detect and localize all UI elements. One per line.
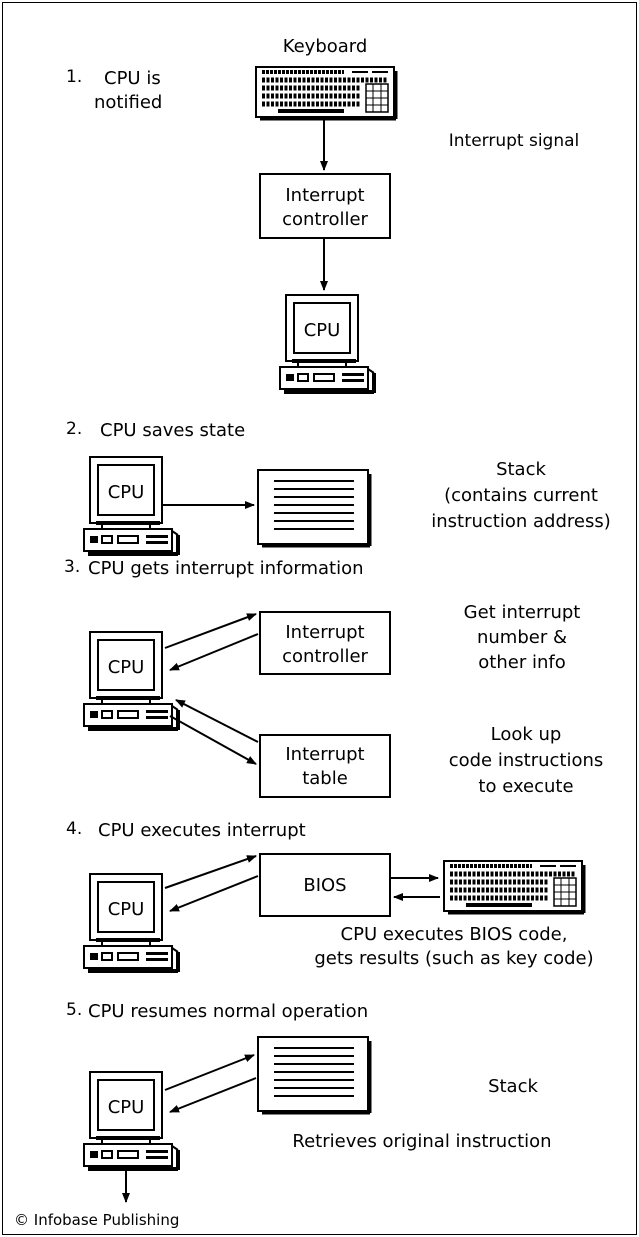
cpu-label: CPU [108,1097,145,1118]
interrupt-controller-line1: Interrupt [285,622,364,643]
step-4-caption-line1: CPU executes BIOS code, [341,924,568,945]
step-4-title: CPU executes interrupt [98,820,306,841]
cpu-label: CPU [108,482,145,503]
cpu-to-bios-arrow [164,855,257,889]
stack-label: Stack [488,1076,538,1097]
interrupt-controller-box [259,173,391,239]
keyboard-icon [256,67,396,119]
note1-line2: number & [477,627,567,648]
stack-icon [256,1035,372,1115]
bios-box [259,853,391,917]
step-3: 3. CPU gets interrupt information CPU In… [64,557,604,798]
computer-icon [278,293,376,395]
note2-line2: code instructions [449,750,604,771]
step-1-title-line1: CPU is [104,68,161,89]
stack-icon [256,468,372,548]
note2-line1: Look up [491,724,562,745]
cpu-to-table-arrow [169,715,257,765]
step-5: 5. CPU resumes normal operation CPU Stac… [66,1000,552,1203]
step-1: 1. CPU is notified Keyboard Interrupt si… [66,36,580,395]
computer-icon [82,630,180,732]
computer-icon [82,1070,180,1172]
keyboard-label: Keyboard [283,36,368,57]
stack-label-line3: instruction address) [431,511,611,532]
keyboard-icon [444,861,584,913]
interrupt-table-line2: table [302,768,348,789]
step-3-title: CPU gets interrupt information [88,558,364,579]
stack-label-line1: Stack [496,459,546,480]
interrupt-controller-line1: Interrupt [285,185,364,206]
cpu-label: CPU [108,657,145,678]
bios-label: BIOS [303,875,346,896]
step-1-title-line2: notified [94,92,162,113]
interrupt-table-box [259,734,391,798]
cpu-to-stack-arrow [164,1054,255,1091]
cpu-to-controller-arrow [164,613,257,649]
controller-to-cpu-arrow [169,633,259,671]
bios-to-cpu-arrow [169,875,259,912]
interrupt-signal-label: Interrupt signal [449,131,580,151]
interrupt-controller-box [259,611,391,675]
stack-to-cpu-arrow [169,1077,257,1113]
step-3-number: 3. [64,557,80,577]
interrupt-controller-line2: controller [282,209,368,230]
cpu-label: CPU [108,899,145,920]
note2-line3: to execute [478,776,573,797]
step-2: 2. CPU saves state CPU Stack (contains c… [66,419,611,557]
step-2-title: CPU saves state [100,420,245,441]
step-4-number: 4. [66,819,82,839]
step-5-caption: Retrieves original instruction [292,1131,551,1152]
interrupt-controller-line2: controller [282,646,368,667]
copyright: © Infobase Publishing [14,1211,179,1229]
step-1-number: 1. [66,67,82,87]
note1-line3: other info [478,652,565,673]
interrupt-table-line1: Interrupt [285,744,364,765]
step-5-number: 5. [66,1000,82,1020]
cpu-label: CPU [304,320,341,341]
step-4: 4. CPU executes interrupt CPU BIOS CPU e… [66,819,594,974]
step-5-title: CPU resumes normal operation [88,1001,368,1022]
step-4-caption-line2: gets results (such as key code) [314,948,593,969]
computer-icon [82,872,180,974]
note1-line1: Get interrupt [464,602,581,623]
table-to-cpu-arrow [175,699,259,743]
stack-label-line2: (contains current [444,485,598,506]
step-2-number: 2. [66,419,82,439]
